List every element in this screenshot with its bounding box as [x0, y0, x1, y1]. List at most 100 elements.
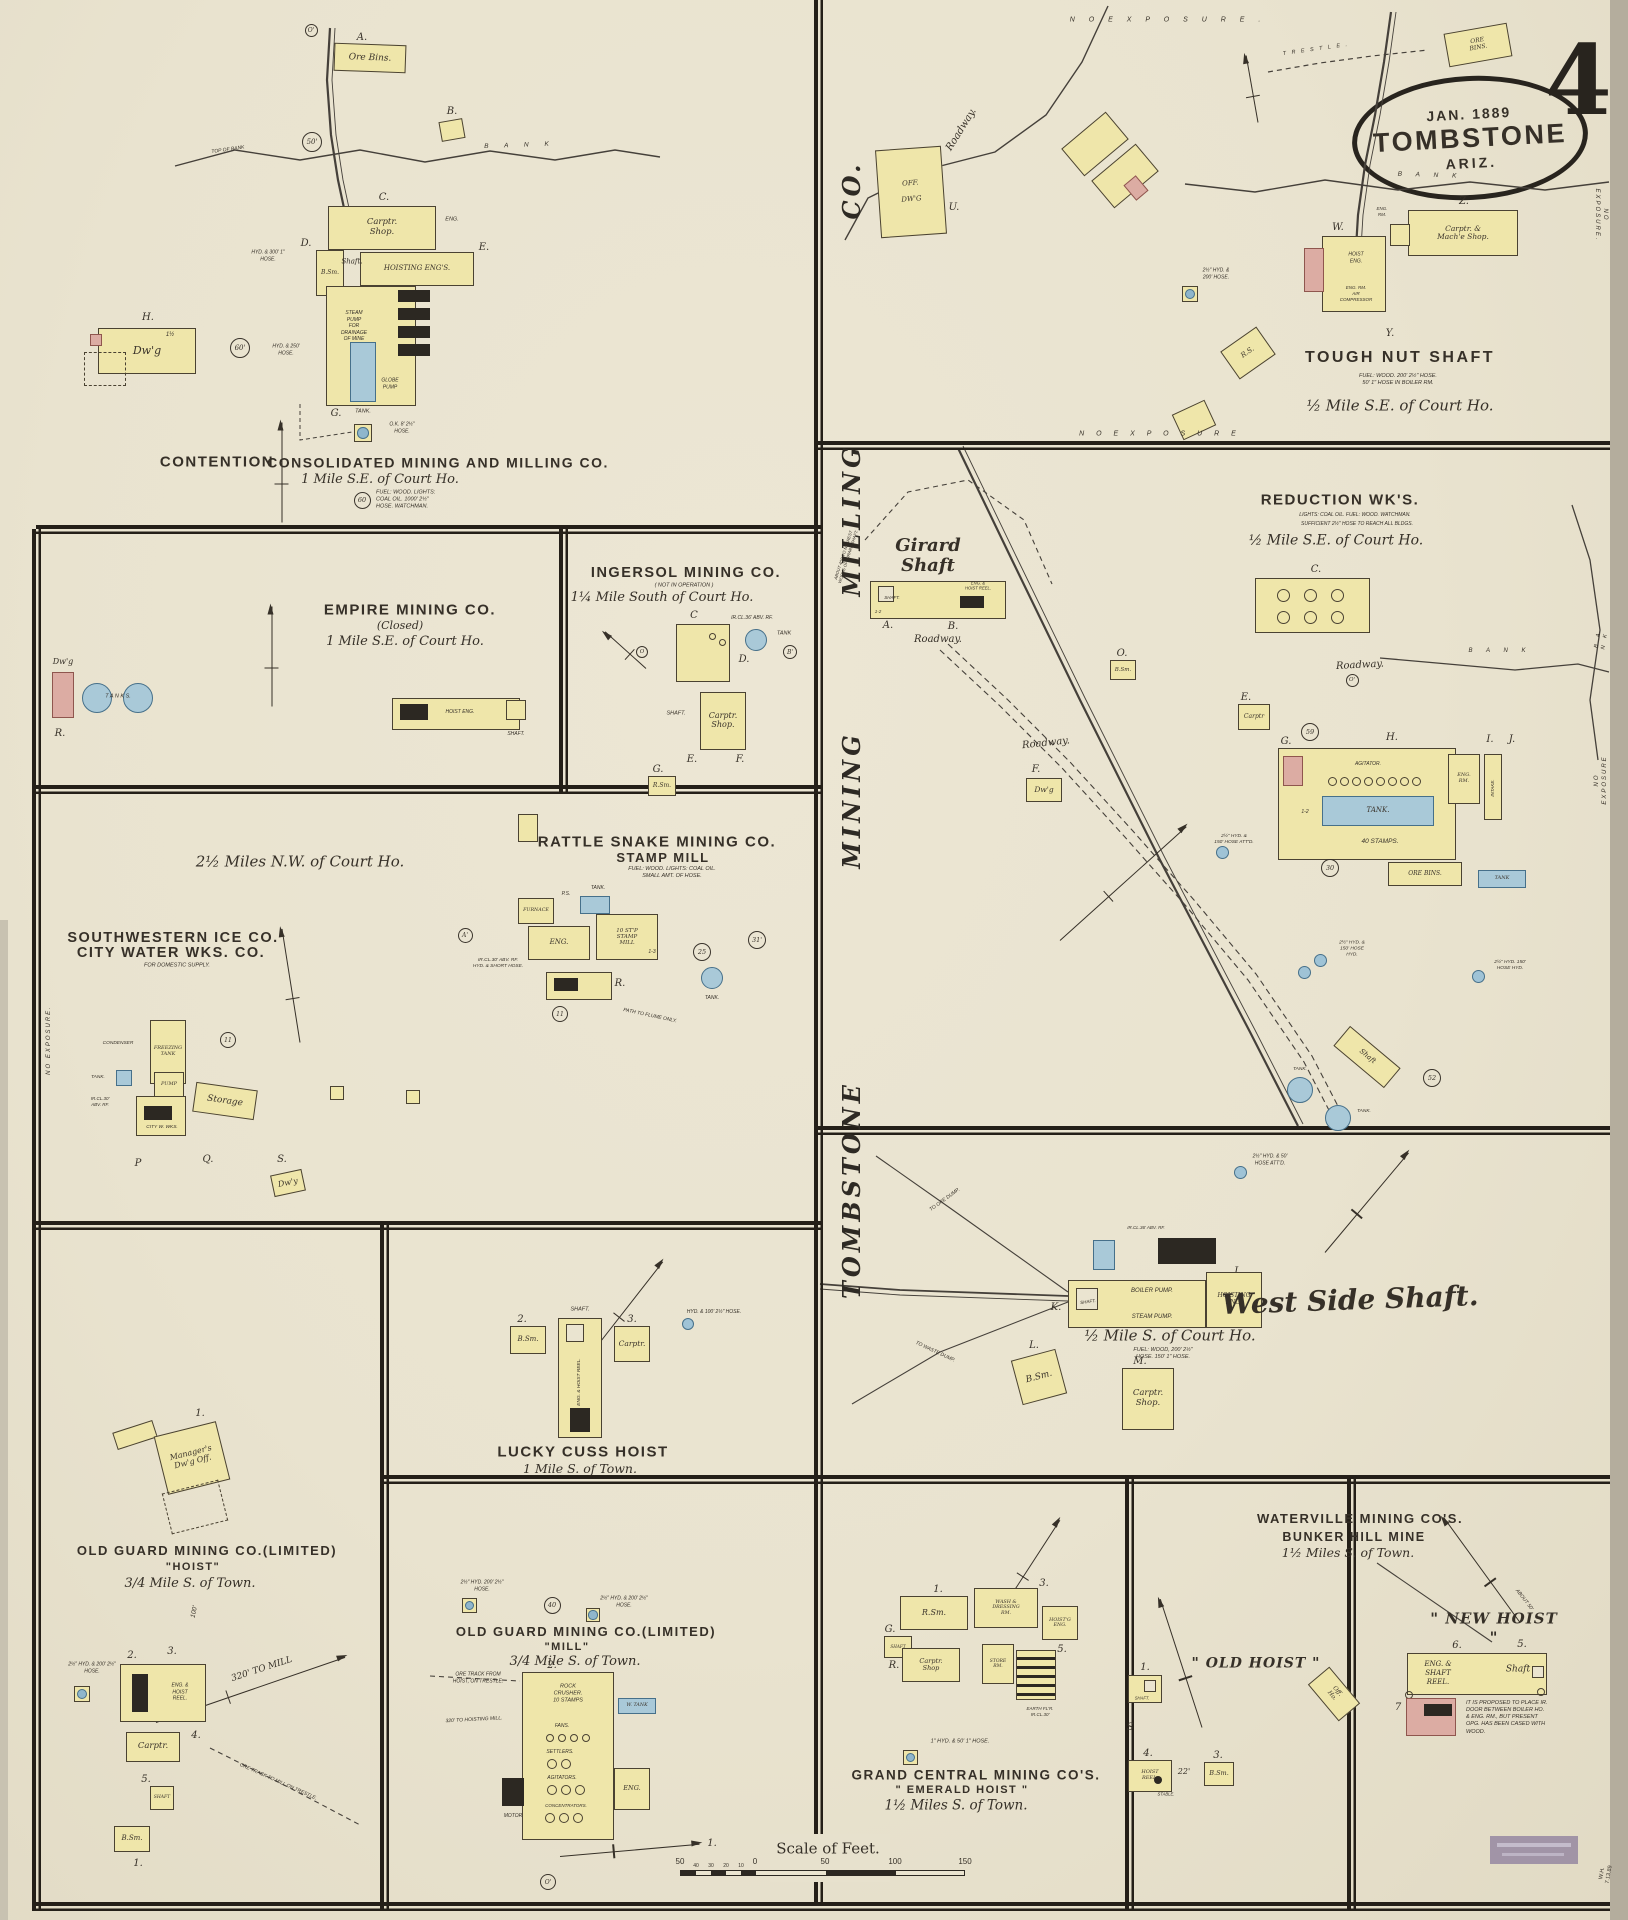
reduction-tank-2: TANK: [1478, 870, 1526, 888]
creek-reduction-mid: [1379, 657, 1610, 673]
toughnut-title: TOUGH NUT SHAFT: [1304, 349, 1496, 366]
toughnut-hoist-house: [1322, 236, 1386, 312]
border-empire-bottom: [36, 785, 823, 794]
oldguardmill-engine-label: ENG.: [623, 1784, 641, 1793]
to-ore-dump-label: TO ORE DUMP.: [928, 1186, 962, 1213]
stamps-label: 40 STAMPS.: [1361, 837, 1399, 845]
reduction-shaft-building-label: Shaft: [1357, 1047, 1378, 1066]
small-building: [438, 118, 466, 142]
oldguardmill-tag-2: 2.: [547, 1659, 557, 1671]
contention-note: FUEL: WOOD. LIGHTS: COAL OIL. 1000' 2½" …: [376, 489, 436, 510]
ingersol-title: INGERSOL MINING CO.: [590, 564, 782, 581]
tag-s: S.: [277, 1153, 287, 1165]
oldguardmill-oretrack-label: ORE TRACK FROM HOIST, ON TRESTLE.: [452, 1671, 504, 1685]
newhoist-note: IT IS PROPOSED TO PLACE IR. DOOR BETWEEN…: [1466, 1700, 1548, 1735]
westside-blacksmith-label: B.Sm.: [1024, 1368, 1054, 1386]
oldhoist-shaft-square: [1144, 1680, 1156, 1692]
air-compressor-label: ENG. RM. AIR COMPRESSOR: [1339, 285, 1373, 302]
oldguard-tag-5: 5.: [141, 1773, 151, 1785]
oldhoist-dot: [1154, 1776, 1162, 1784]
oldguard-tag-3: 3.: [167, 1645, 177, 1657]
tag-m: M.: [1133, 1355, 1147, 1367]
furnace: FURNACE: [518, 898, 554, 924]
reduction-hyd-note-3: 2½" HYD. 150' HOSE HYD.: [1494, 959, 1526, 971]
tank-label-c2: TANK.: [1357, 1108, 1371, 1114]
page-number: 4: [1545, 24, 1612, 137]
luckycuss-tag-2: 2.: [517, 1313, 527, 1325]
office-house-label: Off. Ho.: [1325, 1684, 1344, 1702]
waterville-location: 1½ Miles S. of Town.: [1281, 1545, 1415, 1561]
oldhoist-title: " OLD HOIST ": [1191, 1655, 1321, 1672]
roadway-label: Roadway.: [943, 106, 979, 153]
contention-title-2: CONSOLIDATED MINING AND MILLING CO.: [267, 454, 609, 471]
distance-100: 100': [189, 1605, 199, 1619]
agitators-label: AGITATORS.: [547, 1774, 577, 1781]
oldguard-tag-2: 2.: [127, 1649, 137, 1661]
steam-pump-label-ws: STEAM PUMP.: [1131, 1314, 1173, 1321]
tag-e: E.: [478, 241, 490, 253]
reduction-carpenter: Carptr: [1238, 704, 1270, 730]
luckycuss-shaft-label: SHAFT.: [570, 1306, 590, 1313]
tag-a2: A.: [882, 619, 894, 631]
contention-hose-dashes: [299, 404, 353, 441]
empire-shaft-label: SHAFT.: [507, 730, 525, 737]
globe-pump-label: GLOBE PUMP: [381, 377, 399, 391]
tag-k: K.: [1050, 1301, 1062, 1313]
stamp-mill-label: 10 ST'P STAMP MILL: [616, 927, 638, 947]
ingersol-status: ( NOT IN OPERATION ): [654, 582, 714, 589]
map-state: ARIZ.: [1445, 153, 1498, 172]
toughnut-boiler: [1304, 248, 1324, 292]
girard-title: Girard: [895, 534, 961, 556]
ice-title-2: CITY WATER WKS. CO.: [76, 944, 266, 961]
reduction-location: ½ Mile S.E. of Court Ho.: [1248, 532, 1424, 549]
westside-carpenter: Carptr. Shop.: [1122, 1368, 1174, 1430]
grandcentral-location: 1½ Miles S. of Town.: [884, 1797, 1028, 1814]
hydrant: [1313, 953, 1327, 967]
toughnut-blacksmith: R.S.: [1220, 326, 1276, 380]
hydrant: [682, 1318, 694, 1330]
pump-house-label: PUMP: [161, 1081, 177, 1088]
girard-roadway: Roadway.: [914, 633, 962, 645]
tag-r2: R.: [614, 977, 626, 989]
machine-ring: [1339, 776, 1349, 786]
luckycuss-engine-block: [570, 1408, 590, 1432]
hydrant-dot: [76, 1688, 88, 1700]
toughnut-carpenter-machine-shop-label: Carptr. & Mach'e Shop.: [1437, 223, 1489, 241]
ingersol-carpenter-shop: Carptr. Shop.: [700, 692, 746, 750]
rs-tank-label: TANK.: [590, 884, 606, 891]
small-square: [406, 1090, 420, 1104]
westside-ircl-note: IR.CL.36' ABV. RF.: [1127, 1225, 1165, 1231]
reduction-dwelling: Dw'g: [1026, 778, 1062, 802]
luckycuss-title: LUCKY CUSS HOIST: [497, 1443, 669, 1461]
hydrant: [903, 1750, 918, 1765]
stamp-battery: [398, 344, 430, 356]
girard-claim-dashes: [864, 479, 1053, 585]
toughnut-ore-bins: ORE BINS.: [1443, 22, 1513, 68]
scale-20: 20: [723, 1862, 729, 1869]
toughnut-blacksmith-label: R.S.: [1239, 344, 1256, 360]
oldguardmill-hyd-note-1: 2½" HYD. 200' 2½" HOSE.: [460, 1579, 504, 1593]
luckycuss-engine-label: ENG. & HOIST REEL.: [576, 1358, 582, 1406]
empire-shaft-house: [506, 700, 526, 720]
toughnut-engine-room: [1390, 224, 1410, 246]
managers-dwelling-office-label: Manager's Dw'g Off.: [168, 1443, 213, 1471]
toughnut-carpenter-machine-shop: Carptr. & Mach'e Shop.: [1408, 210, 1518, 256]
water-tank-rect: [350, 342, 376, 402]
oldguardmill-mill: [522, 1672, 614, 1840]
divider-mining: MINING: [837, 731, 866, 869]
rattlesnake-title-2: STAMP MILL: [616, 849, 710, 865]
hydrant: [1182, 286, 1198, 302]
rock-crusher-label: ROCK CRUSHER. 10 STAMPS: [553, 1683, 583, 1704]
stories-note: 1½: [165, 332, 175, 339]
ingersol-ircl-note: IR.CL.36' ABV. RF.: [731, 614, 773, 621]
creek-top-left: [174, 149, 661, 167]
cww-ircl-note: IR.CL.30' ABV. RF.: [90, 1096, 110, 1107]
machine-ring: [559, 1813, 569, 1823]
oldhoist-hoist-reel: HOIST REEL.: [1128, 1760, 1172, 1792]
tag-c2: C: [690, 609, 698, 621]
luckycuss-hyd-note: HYD. & 100' 2½" HOSE.: [686, 1308, 742, 1315]
grandcentral-carpenter: Carptr. Shop: [902, 1648, 960, 1682]
machine-ring: [547, 1759, 557, 1769]
reduction-carpenter-label: Carptr: [1243, 712, 1265, 720]
tag-g: G.: [330, 407, 342, 419]
